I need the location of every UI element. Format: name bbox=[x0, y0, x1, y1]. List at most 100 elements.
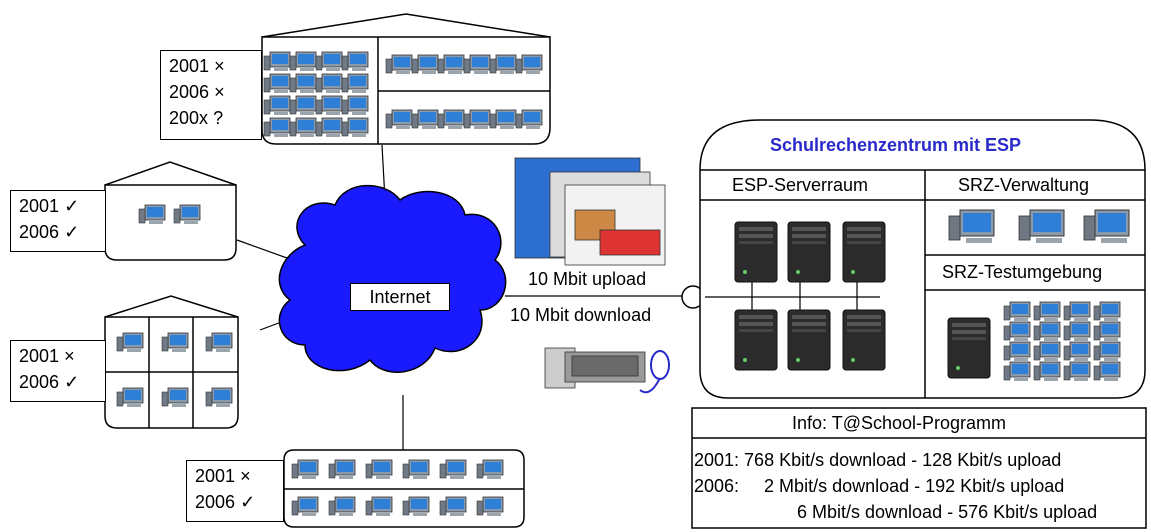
school-left-top bbox=[104, 161, 237, 261]
computer-icon bbox=[205, 387, 233, 408]
computer-icon bbox=[515, 54, 543, 75]
computer-icon bbox=[291, 459, 319, 480]
computer-icon bbox=[116, 387, 144, 408]
computer-icon bbox=[1093, 361, 1121, 382]
computer-icon bbox=[341, 73, 369, 94]
computer-icon bbox=[463, 109, 491, 130]
computer-icon bbox=[476, 459, 504, 480]
year-row: 2006 ✓ bbox=[19, 372, 80, 392]
computer-icon bbox=[476, 496, 504, 517]
admin-label: SRZ-Verwaltung bbox=[958, 175, 1090, 195]
download-label: 10 Mbit download bbox=[510, 305, 652, 325]
year-row: 200x ? bbox=[169, 108, 224, 128]
srz-title: Schulrechenzentrum mit ESP bbox=[770, 135, 1022, 155]
computer-icon bbox=[439, 496, 467, 517]
computer-icon bbox=[437, 109, 465, 130]
computer-icon bbox=[1003, 321, 1031, 342]
computer-icon bbox=[173, 204, 201, 225]
computer-icon bbox=[291, 496, 319, 517]
computer-icon bbox=[515, 109, 543, 130]
server-icon bbox=[842, 221, 886, 283]
computer-icon bbox=[411, 54, 439, 75]
computer-icon bbox=[116, 332, 144, 353]
computer-icon bbox=[289, 95, 317, 116]
computer-icon bbox=[402, 496, 430, 517]
server-icon bbox=[947, 317, 991, 379]
year-row: 2006 ✓ bbox=[195, 492, 256, 512]
computer-icon bbox=[161, 387, 189, 408]
computer-icon bbox=[365, 459, 393, 480]
server-icon bbox=[734, 309, 778, 371]
computer-icon bbox=[1033, 361, 1061, 382]
info-line-2006: 2006: 2 Mbit/s download - 192 Kbit/s upl… bbox=[694, 476, 1065, 496]
computer-icon bbox=[315, 73, 343, 94]
computer-icon bbox=[365, 496, 393, 517]
computer-icon bbox=[289, 73, 317, 94]
server-icon bbox=[734, 221, 778, 283]
computer-icon bbox=[315, 51, 343, 72]
computer-icon bbox=[315, 95, 343, 116]
keyboard-mouse-icon bbox=[544, 347, 670, 394]
computer-icon bbox=[263, 73, 291, 94]
internet-cloud bbox=[278, 184, 507, 373]
computer-icon bbox=[289, 51, 317, 72]
computer-icon bbox=[1093, 321, 1121, 342]
computer-icon bbox=[1063, 341, 1091, 362]
computer-icon bbox=[948, 209, 995, 244]
computer-icon bbox=[341, 51, 369, 72]
info-box bbox=[691, 407, 1147, 529]
computer-icon bbox=[263, 51, 291, 72]
computer-icon bbox=[263, 117, 291, 138]
info-line-2001: 2001: 768 Kbit/s download - 128 Kbit/s u… bbox=[694, 450, 1062, 470]
computer-icon bbox=[1063, 361, 1091, 382]
upload-label: 10 Mbit upload bbox=[528, 269, 647, 289]
computer-icon bbox=[437, 54, 465, 75]
server-icon bbox=[842, 309, 886, 371]
computer-icon bbox=[1063, 301, 1091, 322]
computer-icon bbox=[328, 496, 356, 517]
computer-icon bbox=[1018, 209, 1065, 244]
computer-icon bbox=[411, 109, 439, 130]
serverroom-label: ESP-Serverraum bbox=[732, 175, 869, 195]
yearbox-left-top: 2001 ✓ 2006 ✓ bbox=[10, 190, 106, 252]
computer-icon bbox=[1003, 301, 1031, 322]
computer-icon bbox=[315, 117, 343, 138]
info-line-2006-b: 6 Mbit/s download - 576 Kbit/s upload bbox=[797, 502, 1098, 522]
year-row: 2001 ✓ bbox=[19, 196, 80, 216]
computer-icon bbox=[1063, 321, 1091, 342]
test-label: SRZ-Testumgebung bbox=[942, 262, 1103, 282]
computer-icon bbox=[263, 95, 291, 116]
computer-icon bbox=[463, 54, 491, 75]
computer-icon bbox=[341, 95, 369, 116]
computer-icon bbox=[385, 54, 413, 75]
computer-icon bbox=[489, 109, 517, 130]
computer-icon bbox=[328, 459, 356, 480]
computer-icon bbox=[1093, 341, 1121, 362]
year-row: 2006 × bbox=[169, 82, 225, 102]
screenshot-stack bbox=[514, 157, 666, 266]
year-row: 2001 × bbox=[169, 56, 225, 76]
yearbox-bottom: 2001 × 2006 ✓ bbox=[186, 460, 284, 522]
yearbox-top: 2001 × 2006 × 200x ? bbox=[160, 50, 262, 140]
server-icon bbox=[787, 221, 831, 283]
computer-icon bbox=[138, 204, 166, 225]
computer-icon bbox=[439, 459, 467, 480]
server-icon bbox=[787, 309, 831, 371]
computer-icon bbox=[205, 332, 233, 353]
computer-icon bbox=[489, 54, 517, 75]
year-row: 2001 × bbox=[195, 466, 251, 486]
year-row: 2001 × bbox=[19, 346, 75, 366]
computer-icon bbox=[1093, 301, 1121, 322]
computer-icon bbox=[1003, 361, 1031, 382]
computer-icon bbox=[341, 117, 369, 138]
computer-icon bbox=[1033, 341, 1061, 362]
computer-icon bbox=[289, 117, 317, 138]
computer-icon bbox=[1083, 209, 1130, 244]
yearbox-left-mid: 2001 × 2006 ✓ bbox=[10, 340, 106, 402]
internet-label: Internet bbox=[350, 283, 450, 311]
computer-icon bbox=[1003, 341, 1031, 362]
info-title: Info: T@School-Programm bbox=[792, 413, 1007, 433]
computer-icon bbox=[1033, 321, 1061, 342]
computer-icon bbox=[161, 332, 189, 353]
computer-icon bbox=[1033, 301, 1061, 322]
